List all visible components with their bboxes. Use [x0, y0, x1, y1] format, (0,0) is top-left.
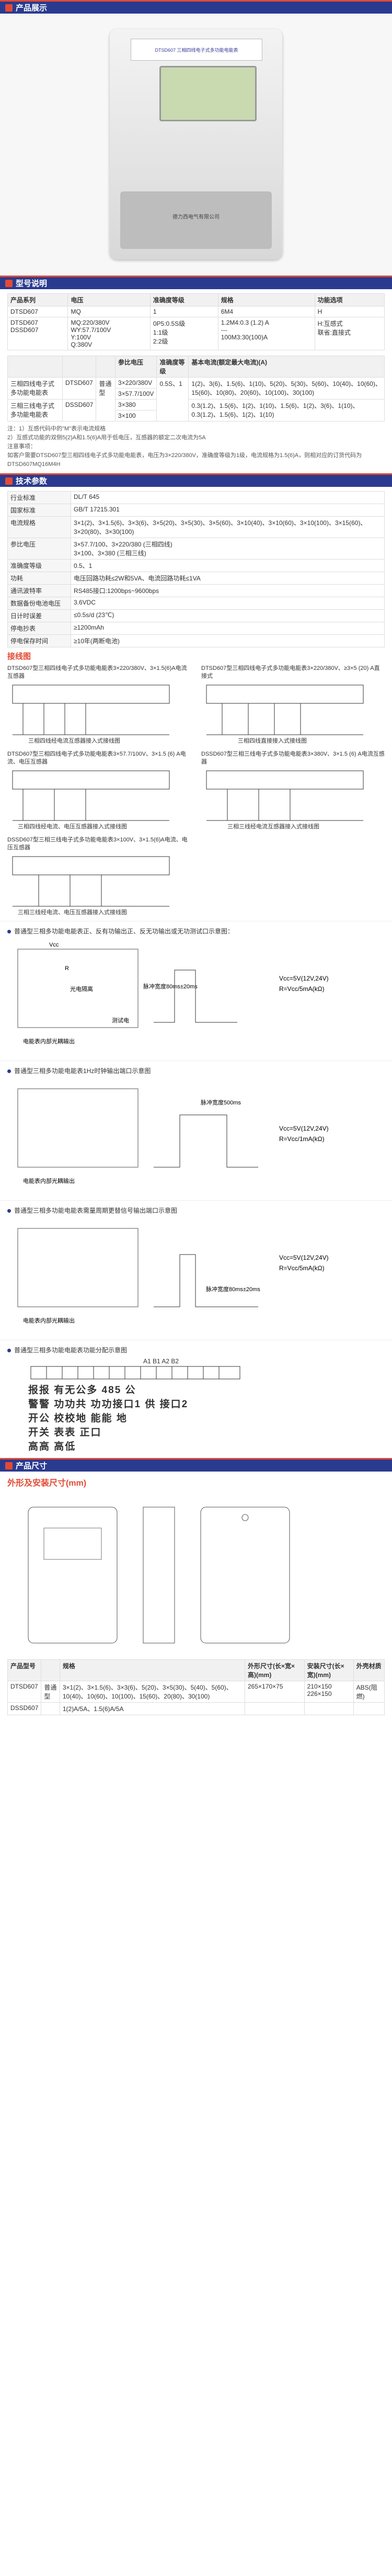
pulse-diagram: 普通型三相多功能电能表1Hz时钟输出端口示意图 电能表内部光耦输出 脉冲宽度50…: [0, 1061, 392, 1200]
product-hero: DTSD607 三相四线电子式多功能电能表 德力西电气有限公司: [0, 14, 392, 276]
svg-text:电能表内部光耦输出: 电能表内部光耦输出: [23, 1177, 75, 1184]
svg-text:R: R: [65, 965, 69, 972]
svg-text:脉冲宽度80ms±20ms: 脉冲宽度80ms±20ms: [143, 983, 198, 990]
svg-text:脉冲宽度80ms±20ms: 脉冲宽度80ms±20ms: [206, 1285, 260, 1293]
table-header-row: 产品系列 电压 准确度等级 规格 功能选项: [7, 293, 385, 306]
svg-text:三相四线经电流互感器接入式接线图: 三相四线经电流互感器接入式接线图: [28, 737, 120, 744]
section-header-tech: 技术参数: [0, 473, 392, 487]
dimension-drawing: [28, 1507, 290, 1644]
meter-terminal-cover: 德力西电气有限公司: [120, 191, 272, 249]
table-row: 日计时误差≤0.5s/d (23℃): [7, 609, 385, 622]
svg-text:Vcc=5V(12V,24V): Vcc=5V(12V,24V): [279, 975, 329, 982]
dims-title: 外形及安装尺寸(mm): [7, 1479, 87, 1488]
svg-text:三相四线直接接入式接线图: 三相四线直接接入式接线图: [238, 737, 307, 744]
wiring-title: 接线图: [7, 652, 31, 661]
wiring-diagram: DTSD607型三相四线电子式多功能电能表3×220/380V、3×1.5(6)…: [7, 665, 187, 744]
svg-text:测试电: 测试电: [112, 1017, 129, 1024]
table-row: DTSD607 DSSD607 MQ:220/380V WY:57.7/100V…: [7, 317, 385, 350]
dims-table: 产品型号 规格外形尺寸(长×宽×高)(mm) 安装尺寸(长×宽)(mm)外壳材质…: [7, 1659, 385, 1715]
model-table: 产品系列 电压 准确度等级 规格 功能选项 DTSD607 MQ 1 6M4 H…: [7, 293, 385, 350]
meter-lcd: [159, 66, 257, 121]
wiring-grid: DTSD607型三相四线电子式多功能电能表3×220/380V、3×1.5(6)…: [7, 665, 385, 917]
svg-text:R=Vcc/5mA(kΩ): R=Vcc/5mA(kΩ): [279, 985, 325, 993]
wiring-diagram: DTSD607型三相四线电子式多功能电能表3×220/380V、≥3×5 (20…: [201, 665, 380, 744]
svg-text:Vcc=5V(12V,24V): Vcc=5V(12V,24V): [279, 1254, 329, 1261]
model-table-wrap: 产品系列 电压 准确度等级 规格 功能选项 DTSD607 MQ 1 6M4 H…: [0, 289, 392, 473]
svg-text:R=Vcc/5mA(kΩ): R=Vcc/5mA(kΩ): [279, 1264, 325, 1272]
terminal-strip: [30, 1366, 240, 1380]
svg-text:三相三线经电流、电压互感器接入式接线图: 三相三线经电流、电压互感器接入式接线图: [18, 908, 127, 916]
svg-text:脉冲宽度500ms: 脉冲宽度500ms: [201, 1099, 241, 1106]
pulse-diagram: 普通型三相多功能电能表正、反有功输出正、反无功输出或无功测试口示意图： Vcc …: [0, 921, 392, 1061]
svg-text:电能表内部光耦输出: 电能表内部光耦输出: [23, 1317, 75, 1324]
svg-text:R=Vcc/1mA(kΩ): R=Vcc/1mA(kΩ): [279, 1135, 325, 1143]
pulse-diagram: 普通型三相多功能电能表需量周期更替信号输出端口示意图 电能表内部光耦输出 脉冲宽…: [0, 1200, 392, 1340]
spec-notes: 注：1）互感代码中的"M"表示电流规格 2）互感式功能的双侧5(2)A和1.5(…: [7, 426, 362, 468]
table-row: 三相四线电子式多功能电能表 DTSD607 普通型 3×220/380V 0.5…: [7, 377, 385, 421]
svg-text:电能表内部光耦输出: 电能表内部光耦输出: [23, 1038, 75, 1045]
table-row: 功耗电压回路功耗≤2W和5VA、电流回路功耗≤1VA: [7, 572, 385, 585]
section-header-model: 型号说明: [0, 276, 392, 289]
svg-text:三相四线经电流、电压互感器接入式接线图: 三相四线经电流、电压互感器接入式接线图: [18, 823, 127, 830]
section-header-display: 产品展示: [0, 0, 392, 14]
wiring-svg: 三相四线经电流互感器接入式接线图: [12, 685, 170, 744]
meter-image: DTSD607 三相四线电子式多功能电能表 德力西电气有限公司: [110, 29, 282, 259]
section-header-dims: 产品尺寸: [0, 1458, 392, 1472]
svg-text:Vcc=5V(12V,24V): Vcc=5V(12V,24V): [279, 1125, 329, 1132]
svg-text:光电隔离: 光电隔离: [70, 985, 93, 993]
svg-text:三相三线经电流互感器接入式接线图: 三相三线经电流互感器接入式接线图: [227, 823, 319, 830]
wiring-diagram: DSSD607型三相三线电子式多功能电能表3×100V、3×1.5(6)A电流、…: [7, 837, 188, 916]
meter-label: DTSD607 三相四线电子式多功能电能表: [131, 39, 262, 61]
table-row: 停电保存时间≥10年(两断电池): [7, 634, 385, 647]
wiring-diagram: DTSD607型三相四线电子式多功能电能表3×57.7/100V、3×1.5 (…: [7, 751, 186, 830]
spec-table: 参比电压 准确度等级 基本电流(额定最大电流)(A) 三相四线电子式多功能电能表…: [7, 356, 385, 421]
wiring-diagram: DSSD607型三相三线电子式多功能电能表3×380V、3×1.5 (6) A电…: [201, 751, 385, 830]
function-diagram: 普通型三相多功能电能表功能分配示意图 A1 B1 A2 B2 报报 有无公多 4…: [0, 1340, 392, 1458]
table-row: DTSD607 MQ 1 6M4 H: [7, 306, 385, 317]
table-row: DSSD607 1(2)A/5A、1.5(6)A/5A: [7, 1702, 385, 1715]
section-icon: [5, 4, 13, 12]
table-row: 停电抄表≥1200mAh: [7, 622, 385, 635]
svg-text:Vcc: Vcc: [49, 942, 59, 948]
table-row: 三相三线电子式多功能电能表 DSSD607 3×380 0.3(1.2)、1.5…: [7, 399, 385, 421]
